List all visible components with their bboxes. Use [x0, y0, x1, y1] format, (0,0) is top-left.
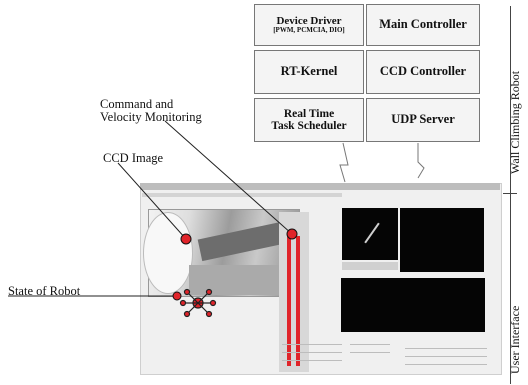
ui-titlebar — [140, 183, 500, 190]
side-bracket — [510, 6, 511, 384]
rt-kernel-block: RT-Kernel — [254, 50, 364, 94]
status-line — [282, 352, 342, 353]
state-marker — [172, 291, 182, 301]
udp-server-block: UDP Server — [366, 98, 480, 142]
velocity-gauge-left — [287, 236, 291, 366]
camera-lens — [143, 212, 193, 294]
monitor-display-3 — [341, 278, 485, 332]
uplink-connector — [339, 142, 349, 183]
status-line — [350, 344, 390, 345]
command-velocity-line2: Velocity Monitoring — [100, 110, 202, 125]
status-line — [282, 360, 342, 361]
ccd-controller-block: CCD Controller — [366, 50, 480, 94]
ccd-image-label: CCD Image — [103, 151, 164, 165]
main-controller-label: Main Controller — [379, 17, 467, 32]
status-line — [405, 364, 487, 365]
main-controller-block: Main Controller — [366, 4, 480, 46]
task-scheduler-line1: Real Time — [283, 107, 335, 120]
monitor-display-1 — [342, 208, 398, 260]
status-line — [350, 352, 390, 353]
device-driver-detail: [PWM, PCMCIA, DIO] — [273, 26, 345, 35]
command-leader-line — [164, 120, 293, 235]
task-scheduler-line2: Task Scheduler — [271, 120, 347, 132]
state-of-robot-label: State of Robot — [8, 284, 81, 298]
downlink-connector — [417, 143, 425, 179]
status-line — [282, 344, 342, 345]
device-driver-title: Device Driver — [276, 14, 342, 27]
bracket-divider — [503, 193, 517, 194]
monitor-display-2 — [400, 208, 484, 272]
velocity-gauge-right — [296, 236, 300, 366]
ccd-controller-label: CCD Controller — [379, 64, 467, 79]
task-scheduler-block: Real Time Task Scheduler — [254, 98, 364, 142]
display-caption-bar — [342, 262, 398, 270]
command-velocity-label: Command and Velocity Monitoring — [100, 97, 202, 125]
status-line — [405, 348, 487, 349]
ccd-image-leader-line — [117, 162, 187, 240]
rt-kernel-label: RT-Kernel — [280, 64, 338, 79]
ui-menubar — [142, 193, 342, 197]
robot-state-glyph — [179, 288, 217, 318]
command-velocity-line1: Command and — [100, 97, 174, 111]
udp-server-label: UDP Server — [391, 112, 455, 127]
velocity-marker — [286, 228, 298, 240]
device-driver-block: Device Driver [PWM, PCMCIA, DIO] — [254, 4, 364, 46]
ccd-image-marker — [180, 233, 192, 245]
status-line — [405, 356, 487, 357]
